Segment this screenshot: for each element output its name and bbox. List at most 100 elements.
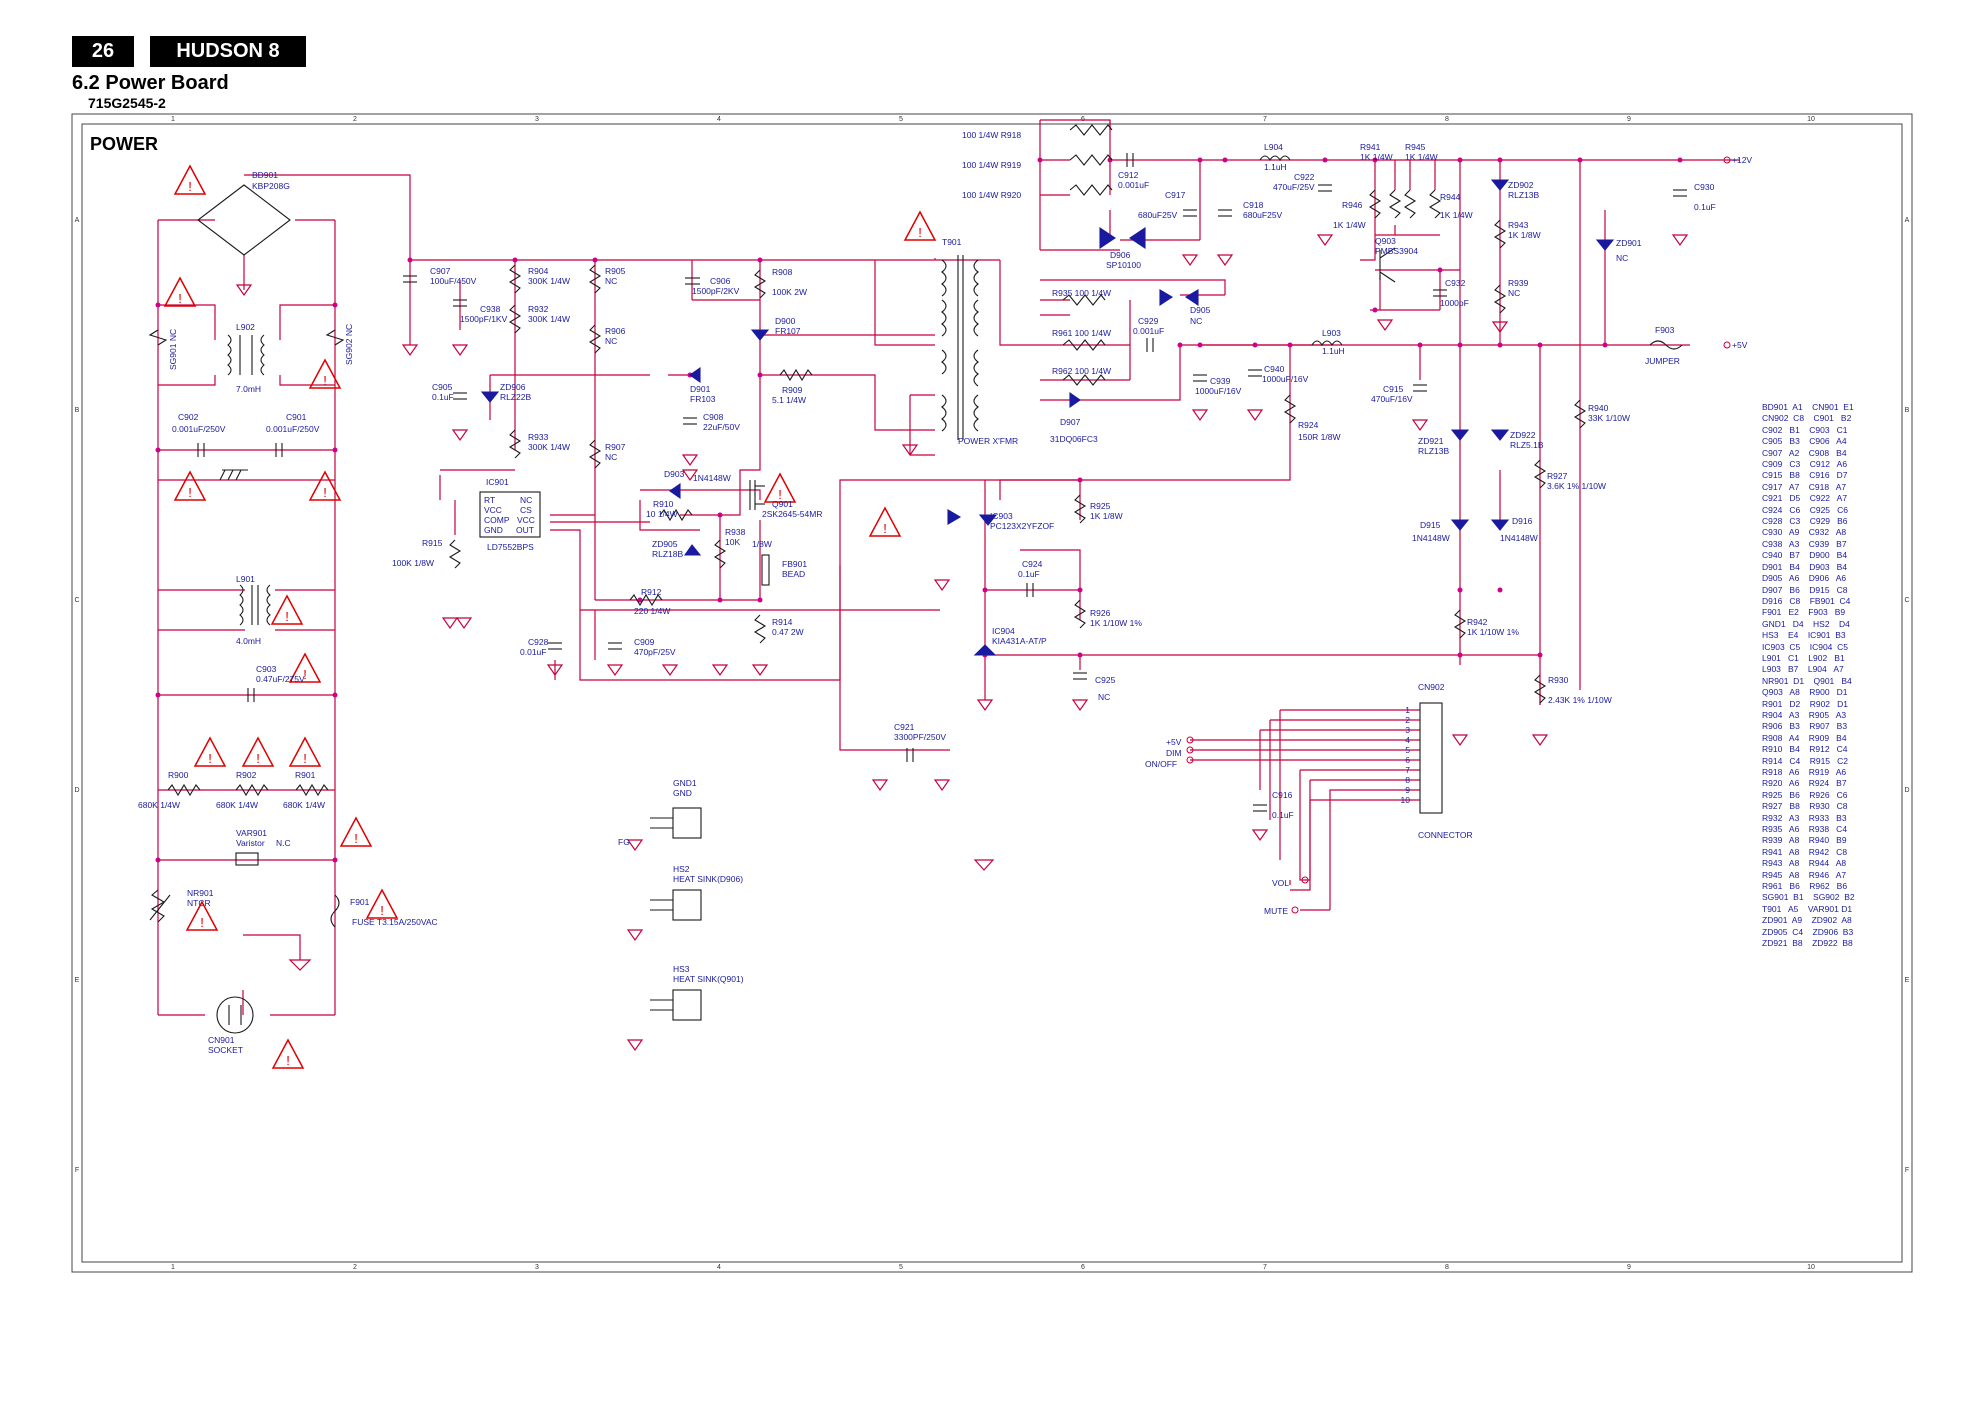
ic901-box xyxy=(479,491,541,538)
label-c915: C915 xyxy=(1383,384,1404,394)
grid-row-label: E xyxy=(1905,977,1910,984)
label-p_nc: NC xyxy=(520,495,532,505)
label-ndim: DIM xyxy=(1166,748,1182,758)
reference-row: R925 B6 R926 C6 xyxy=(1762,789,1848,800)
grid-col-label: 5 xyxy=(899,1264,903,1271)
cn902-pin-number: 6 xyxy=(1405,755,1410,765)
symbols xyxy=(148,124,1687,1034)
label-r944: R944 xyxy=(1440,192,1461,202)
reference-row: R910 B4 R912 C4 xyxy=(1762,744,1848,755)
label-d900v: FR107 xyxy=(775,326,801,336)
reference-row: ZD901 A9 ZD902 A8 xyxy=(1762,915,1852,926)
label-r914: R914 xyxy=(772,617,793,627)
cn902-pin-number: 8 xyxy=(1405,775,1410,785)
label-r908v: 100K 2W xyxy=(772,287,807,297)
label-c907v: 100uF/450V xyxy=(430,276,477,286)
label-p_rt: RT xyxy=(484,495,495,505)
reference-row: R927 B8 R930 C8 xyxy=(1762,801,1848,812)
label-r942v: 1K 1/10W 1% xyxy=(1467,627,1519,637)
label-p_vcc2: VCC xyxy=(517,515,535,525)
warning-icon: ! xyxy=(241,736,275,767)
label-r946: R946 xyxy=(1342,200,1363,210)
label-nr901: NR901 xyxy=(187,888,214,898)
reference-row: R914 C4 R915 C2 xyxy=(1762,755,1848,766)
reference-row: Q903 A8 R900 D1 xyxy=(1762,687,1848,698)
cn902-pin-number: 9 xyxy=(1405,785,1410,795)
reference-row: R920 A6 R924 B7 xyxy=(1762,778,1847,789)
label-r941: R941 xyxy=(1360,142,1381,152)
svg-text:!: ! xyxy=(188,179,192,194)
grid-col-label: 4 xyxy=(717,116,721,123)
svg-text:!: ! xyxy=(303,751,307,766)
label-cn902: CN902 xyxy=(1418,682,1445,692)
label-ic903v: PC123X2YFZOF xyxy=(990,521,1054,531)
label-l901v: 4.0mH xyxy=(236,636,261,646)
label-l903: L903 xyxy=(1322,328,1341,338)
label-d907v: 31DQ06FC3 xyxy=(1050,434,1098,444)
label-d915: D915 xyxy=(1420,520,1441,530)
label-r919: 100 1/4W R919 xyxy=(962,160,1021,170)
reference-row: D901 B4 D903 B4 xyxy=(1762,561,1848,572)
label-r938w: 1/8W xyxy=(752,539,772,549)
label-c929v: 0.001uF xyxy=(1133,326,1164,336)
reference-row: C938 A3 C939 B7 xyxy=(1762,538,1847,549)
label-d901v: FR103 xyxy=(690,394,716,404)
label-r945: R945 xyxy=(1405,142,1426,152)
label-gnd1v: GND xyxy=(673,788,692,798)
reference-row: R908 A4 R909 B4 xyxy=(1762,732,1847,743)
svg-text:!: ! xyxy=(256,751,260,766)
warning-icon: ! xyxy=(308,470,342,501)
reference-row: R943 A8 R944 A8 xyxy=(1762,858,1847,869)
label-hs2: HS2 xyxy=(673,864,690,874)
reference-row: R935 A6 R938 C4 xyxy=(1762,824,1848,835)
grid-row-label: D xyxy=(1904,787,1909,794)
label-zd901v: NC xyxy=(1616,253,1628,263)
svg-text:!: ! xyxy=(918,225,922,240)
label-sg901: SG901 NC xyxy=(168,329,178,370)
reference-row: R904 A3 R905 A3 xyxy=(1762,709,1847,720)
label-c922v: 470uF/25V xyxy=(1273,182,1315,192)
label-c938: C938 xyxy=(480,304,501,314)
label-r918: 100 1/4W R918 xyxy=(962,130,1021,140)
svg-text:!: ! xyxy=(208,751,212,766)
label-r941v: 1K 1/4W xyxy=(1360,152,1393,162)
label-r962: R962 100 1/4W xyxy=(1052,366,1111,376)
label-c930v: 0.1uF xyxy=(1694,202,1716,212)
label-r930: R930 xyxy=(1548,675,1569,685)
reference-row: IC903 C5 IC904 C5 xyxy=(1762,641,1848,652)
label-r912: R912 xyxy=(641,587,662,597)
label-p_comp: COMP xyxy=(484,515,510,525)
grid-col-label: 5 xyxy=(899,116,903,123)
grid-col-label: 4 xyxy=(717,1264,721,1271)
label-r961: R961 100 1/4W xyxy=(1052,328,1111,338)
label-r902: R902 xyxy=(236,770,257,780)
label-c932v: 1000pF xyxy=(1440,298,1469,308)
label-c930: C930 xyxy=(1694,182,1715,192)
label-d905v: NC xyxy=(1190,316,1202,326)
label-zd902: ZD902 xyxy=(1508,180,1534,190)
warning-icon: ! xyxy=(185,900,219,931)
label-c902: C902 xyxy=(178,412,199,422)
label-zd906v: RLZ22B xyxy=(500,392,532,402)
reference-row: C915 B8 C916 D7 xyxy=(1762,470,1848,481)
label-c908: C908 xyxy=(703,412,724,422)
label-r901v: 680K 1/4W xyxy=(283,800,325,810)
label-r943v: 1K 1/8W xyxy=(1508,230,1541,240)
label-bd901v: KBP208G xyxy=(252,181,290,191)
label-p_gnd: GND xyxy=(484,525,503,535)
label-fb901v: BEAD xyxy=(782,569,805,579)
reference-row: HS3 E4 IC901 B3 xyxy=(1762,630,1846,641)
cn902-pin-number: 5 xyxy=(1405,745,1410,755)
label-fb901: FB901 xyxy=(782,559,807,569)
label-d905: D905 xyxy=(1190,305,1211,315)
label-r938: R938 xyxy=(725,527,746,537)
label-r901: R901 xyxy=(295,770,316,780)
label-c912: C912 xyxy=(1118,170,1139,180)
svg-text:!: ! xyxy=(285,609,289,624)
label-d903v: 1N4148W xyxy=(693,473,731,483)
reference-row: SG901 B1 SG902 B2 xyxy=(1762,892,1855,903)
label-r924v: 150R 1/8W xyxy=(1298,432,1341,442)
frame-inner xyxy=(81,123,1903,1263)
